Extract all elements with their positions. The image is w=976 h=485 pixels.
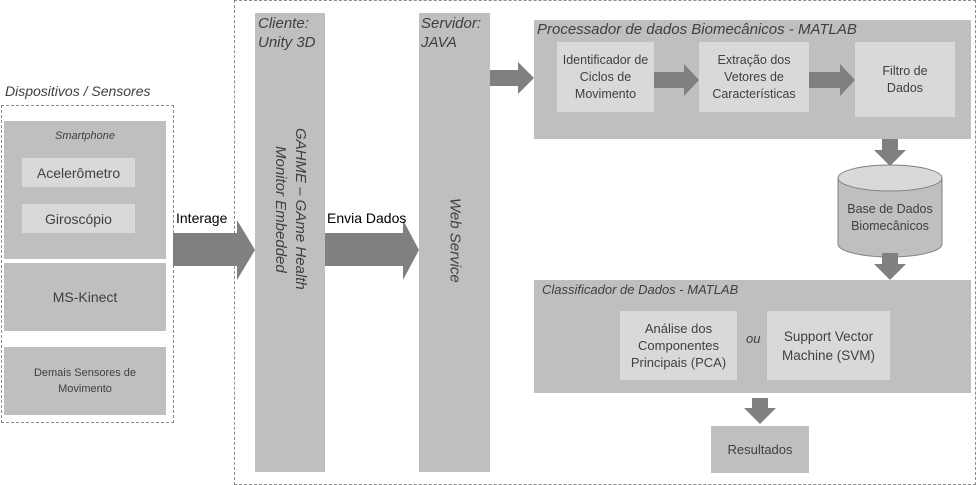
other-sensors-box: Demais Sensores de Movimento [4,347,166,415]
client-title-line1: Cliente: [258,15,309,32]
arrow-database-classifier [874,253,906,280]
gyroscope-box: Giroscópio [22,204,135,233]
cycle-identifier-box: Identificador de Ciclos de Movimento [557,42,654,112]
database-label: Base de Dados Biomecânicos [847,202,933,233]
devices-title: Dispositivos / Sensores [5,83,151,99]
pca-box: Análise dos Componentes Principais (PCA) [620,311,737,380]
server-title-line2: JAVA [421,34,457,51]
arrow-step1-step2 [654,64,699,96]
arrow-interage [173,220,255,280]
results-box: Resultados [711,426,809,473]
accelerometer-box: Acelerômetro [22,158,135,187]
classifier-title: Classificador de Dados - MATLAB [542,282,739,297]
database-cylinder [837,164,943,258]
server-title-line1: Servidor: [421,15,482,32]
envia-dados-label: Envia Dados [327,210,407,226]
other-sensors-label: Demais Sensores de Movimento [33,367,137,395]
classifier-box [534,280,971,393]
kinect-box: MS-Kinect [4,263,166,331]
server-title: Servidor: JAVA [421,14,481,52]
or-label: ou [746,331,761,346]
interage-label: Interage [176,210,228,226]
client-title-line2: Unity 3D [258,34,316,51]
smartphone-box [4,121,166,259]
svm-box: Support Vector Machine (SVM) [767,311,890,380]
smartphone-label: Smartphone [55,130,115,142]
arrow-classifier-results [744,398,776,424]
data-filter-box: Filtro de Dados [855,42,955,117]
arrow-processor-database [874,139,906,166]
arrow-envia [325,220,419,280]
feature-extraction-box: Extração dos Vetores de Características [699,42,809,112]
arrow-server-processor [490,62,534,94]
client-vertical-label: GAHME – GAme Health Monitor Embedded [272,128,309,290]
processor-title: Processador de dados Biomecânicos - MATL… [537,21,857,38]
client-title: Cliente: Unity 3D [258,14,316,52]
arrow-step2-step3 [809,64,855,96]
server-vertical-label: Web Service [446,197,464,283]
client-column [255,13,325,472]
server-column [419,13,490,472]
